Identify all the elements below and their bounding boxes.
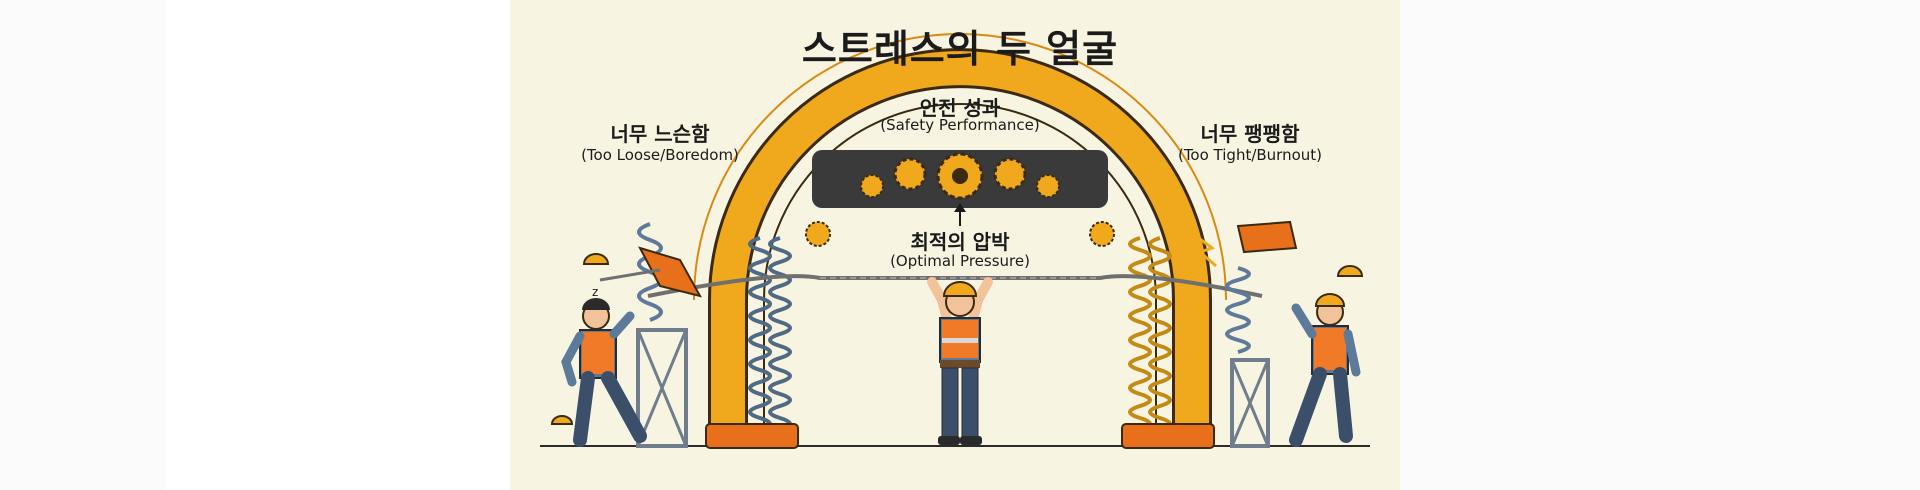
gear-icon (860, 152, 1060, 200)
left-loose-spring (599, 222, 702, 448)
broken-hard-hat-icon (550, 415, 574, 425)
optimal-label: 최적의 압박 (910, 230, 1010, 254)
gear-icon (805, 221, 831, 247)
gear-icon (1089, 221, 1115, 247)
optimal-sublabel: (Optimal Pressure) (890, 252, 1030, 270)
sleep-z-icon: z (592, 285, 598, 299)
center-worker (927, 277, 993, 445)
right-margin (1400, 0, 1920, 490)
hard-hat-icon (1314, 293, 1346, 307)
center-sublabel: (Safety Performance) (880, 116, 1040, 134)
spark-icon (1195, 234, 1217, 268)
right-sublabel: (Too Tight/Burnout) (1177, 146, 1323, 164)
right-arch-base (1121, 423, 1215, 449)
page-title: 스트레스의 두 얼굴 (801, 27, 1119, 71)
left-worker: z (550, 253, 647, 447)
broken-hard-hat-icon (1336, 265, 1364, 277)
right-worker (1289, 265, 1364, 447)
right-tight-spring (1195, 220, 1298, 448)
left-sublabel: (Too Loose/Boredom) (581, 146, 739, 164)
arrow-head-icon (954, 203, 966, 212)
center-label: 안전 성과 (919, 96, 1001, 120)
left-inner-spring (748, 236, 792, 432)
left-label: 너무 느슨함 (610, 122, 710, 146)
hard-hat-icon (942, 281, 978, 297)
right-label: 너무 팽팽함 (1200, 122, 1300, 146)
left-arch-base (705, 423, 799, 449)
left-margin (0, 0, 166, 490)
falling-hard-hat-icon (582, 253, 610, 265)
right-inner-spring (1128, 236, 1172, 432)
stress-arch (693, 33, 1227, 430)
